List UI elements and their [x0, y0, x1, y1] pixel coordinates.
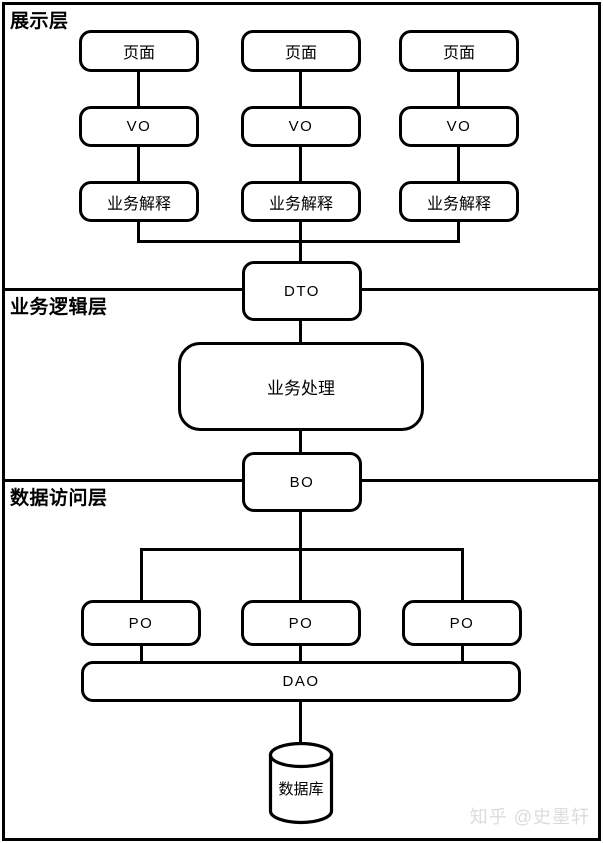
node-interpret-1: 业务解释 [79, 181, 199, 222]
connector-line [461, 643, 464, 664]
node-page-1: 页面 [79, 30, 199, 72]
node-vo-2: VO [241, 106, 361, 147]
connector-line [299, 509, 302, 604]
node-vo-3: VO [399, 106, 519, 147]
node-interpret-2: 业务解释 [241, 181, 361, 222]
connector-line [299, 144, 302, 184]
connector-line [299, 318, 302, 346]
node-page-2: 页面 [241, 30, 361, 72]
connector-line [461, 548, 464, 604]
layer-label-business: 业务逻辑层 [10, 297, 108, 318]
connector-line [299, 70, 302, 110]
connector-line [299, 700, 302, 747]
watermark: 知乎 @史墨轩 [469, 807, 590, 827]
node-po-2: PO [241, 600, 361, 646]
connector-line [137, 240, 460, 243]
connector-line [457, 220, 460, 243]
database-label: 数据库 [278, 781, 324, 798]
database-cylinder-icon [268, 742, 334, 825]
connector-line [140, 548, 143, 604]
node-dto: DTO [242, 261, 362, 321]
connector-line [299, 643, 302, 664]
node-vo-1: VO [79, 106, 199, 147]
node-bo: BO [242, 452, 362, 512]
node-business-process: 业务处理 [178, 342, 424, 431]
connector-line [137, 144, 140, 184]
node-po-1: PO [81, 600, 201, 646]
layer-label-data: 数据访问层 [10, 488, 108, 509]
connector-line [137, 70, 140, 110]
node-dao: DAO [81, 661, 521, 702]
connector-line [137, 220, 140, 243]
connector-line [140, 643, 143, 664]
node-page-3: 页面 [399, 30, 519, 72]
layer-label-presentation: 展示层 [10, 11, 69, 32]
connector-line [140, 548, 464, 551]
node-po-3: PO [402, 600, 522, 646]
node-database: 数据库 [267, 742, 335, 826]
connector-line [299, 428, 302, 456]
connector-line [457, 70, 460, 110]
node-interpret-3: 业务解释 [399, 181, 519, 222]
connector-line [457, 144, 460, 184]
